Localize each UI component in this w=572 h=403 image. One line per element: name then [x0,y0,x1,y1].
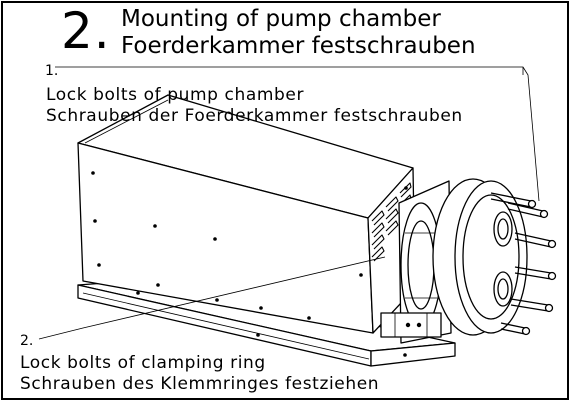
step-number: 2. [61,2,111,60]
callout-1-german: Schrauben der Foerderkammer festschraube… [46,106,463,126]
callout-2-number: 2. [20,333,34,349]
leader-lines [38,66,540,340]
flange-bracket [380,312,442,338]
callout-2-german: Schrauben des Klemmringes festziehen [20,374,380,394]
pump-assembly-drawing [38,66,557,367]
screw-dots [91,171,422,357]
callout-1-english: Lock bolts of pump chamber [46,85,305,105]
title-german: Foerderkammer festschrauben [121,33,476,59]
callout-1-number: 1. [45,63,59,79]
title-english: Mounting of pump chamber [121,6,441,32]
callout-2-english: Lock bolts of clamping ring [20,353,266,373]
pump-chamber [432,178,557,336]
